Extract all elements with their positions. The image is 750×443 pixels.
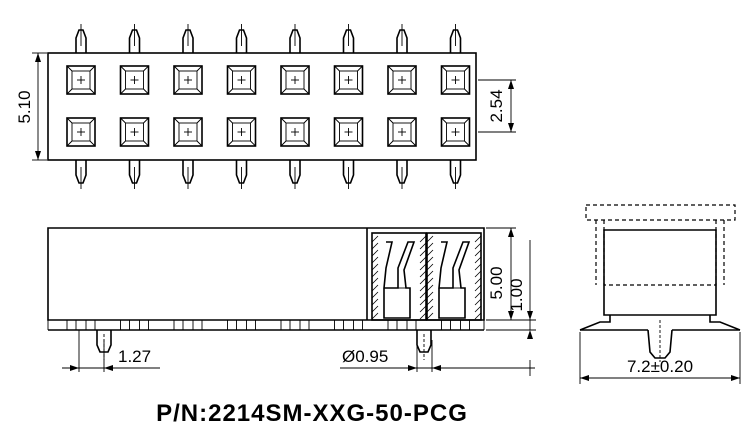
pin-foot	[173, 319, 203, 331]
pin-socket	[173, 65, 203, 95]
side-view-body	[603, 229, 717, 316]
pin-socket	[66, 117, 96, 147]
top-view: 5.10 2.54	[15, 24, 516, 189]
dim-label-2-54: 2.54	[487, 89, 506, 122]
pin-socket	[333, 117, 364, 147]
pin-lead-bottom	[182, 160, 194, 189]
dim-row-pitch: 2.54	[478, 79, 516, 133]
pin-foot	[441, 319, 470, 331]
pin-lead-top	[235, 24, 248, 53]
dim-label-7-2: 7.2±0.20	[627, 357, 693, 376]
pin-tail-right	[416, 330, 432, 360]
pin-lead-top	[396, 24, 408, 53]
pin-foot	[66, 319, 96, 331]
pin-socket	[173, 117, 203, 147]
pin-socket	[280, 117, 310, 147]
pin-socket	[66, 65, 96, 95]
dim-label-1-27: 1.27	[118, 347, 151, 366]
dim-label-1-00: 1.00	[507, 278, 526, 311]
pin-socket	[440, 117, 471, 147]
pin-lead-top	[342, 24, 355, 53]
dim-pin-diameter: Ø0.95	[340, 340, 535, 376]
dim-body-height: 5.00	[486, 227, 536, 321]
pin-lead-top	[289, 24, 301, 53]
pin-socket	[226, 65, 257, 95]
pin-lead-bottom	[128, 160, 141, 189]
pin-lead-bottom	[235, 160, 248, 189]
pin-socket	[333, 65, 364, 95]
pin-socket	[387, 117, 417, 147]
pin-foot	[387, 319, 417, 331]
pin-foot	[334, 319, 363, 331]
pin-socket	[280, 65, 310, 95]
front-view: 5.00 1.00 1.27 Ø0.95	[47, 227, 536, 376]
pin-socket	[387, 65, 417, 95]
dim-side-width: 7.2±0.20	[579, 332, 741, 384]
top-view-pins	[66, 24, 471, 189]
pin-socket	[226, 117, 257, 147]
pin-lead-bottom	[342, 160, 355, 189]
dim-label-0-95: Ø0.95	[342, 347, 388, 366]
dim-pin-pitch: 1.27	[62, 330, 160, 372]
side-view-cap	[585, 204, 736, 221]
pin-lead-bottom	[75, 160, 87, 189]
side-view: 7.2±0.20	[579, 204, 741, 384]
dim-stand-off: 1.00	[486, 240, 536, 339]
pin-lead-bottom	[396, 160, 408, 189]
part-number-label: P/N:2214SM-XXG-50-PCG	[156, 400, 468, 427]
pin-lead-bottom	[449, 160, 462, 189]
dim-label-5-00: 5.00	[487, 266, 506, 299]
dim-overall-width: 5.10	[15, 52, 47, 161]
pin-lead-top	[75, 24, 87, 53]
pin-foot	[280, 319, 310, 331]
pin-foot	[227, 319, 256, 331]
dim-label-5-10: 5.10	[15, 90, 34, 123]
pin-socket	[119, 117, 150, 147]
section-view	[366, 228, 482, 321]
top-view-body	[47, 52, 477, 161]
pin-foot	[120, 319, 149, 331]
pin-lead-top	[449, 24, 462, 53]
pin-lead-top	[128, 24, 141, 53]
pin-lead-top	[182, 24, 194, 53]
front-view-body	[47, 227, 485, 321]
pin-socket	[119, 65, 150, 95]
pin-lead-bottom	[289, 160, 301, 189]
pin-socket	[440, 65, 471, 95]
